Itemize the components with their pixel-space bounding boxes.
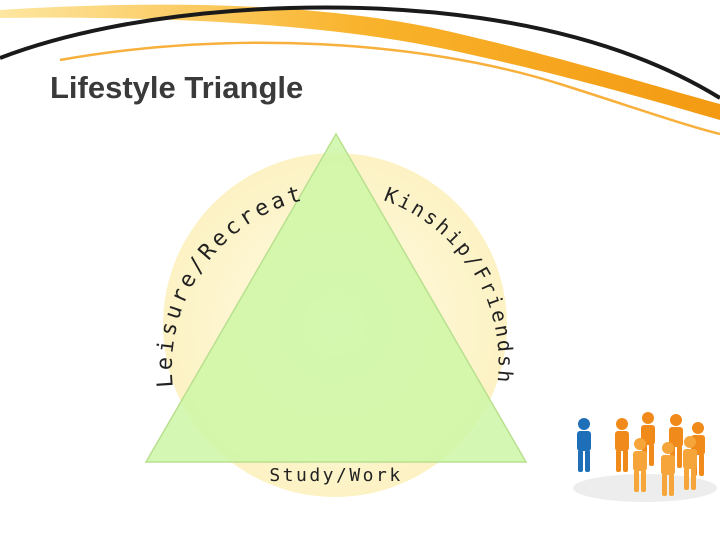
label-study-work: Study/Work: [269, 465, 402, 486]
swoosh-dark-line: [0, 5, 720, 100]
people-group-icon: [573, 412, 717, 502]
lifestyle-triangle: [144, 132, 528, 463]
page-title: Lifestyle Triangle: [50, 70, 304, 105]
header-swoosh: [0, 4, 720, 136]
swoosh-orange-line: [59, 41, 720, 136]
swoosh-orange-band: [0, 4, 720, 121]
